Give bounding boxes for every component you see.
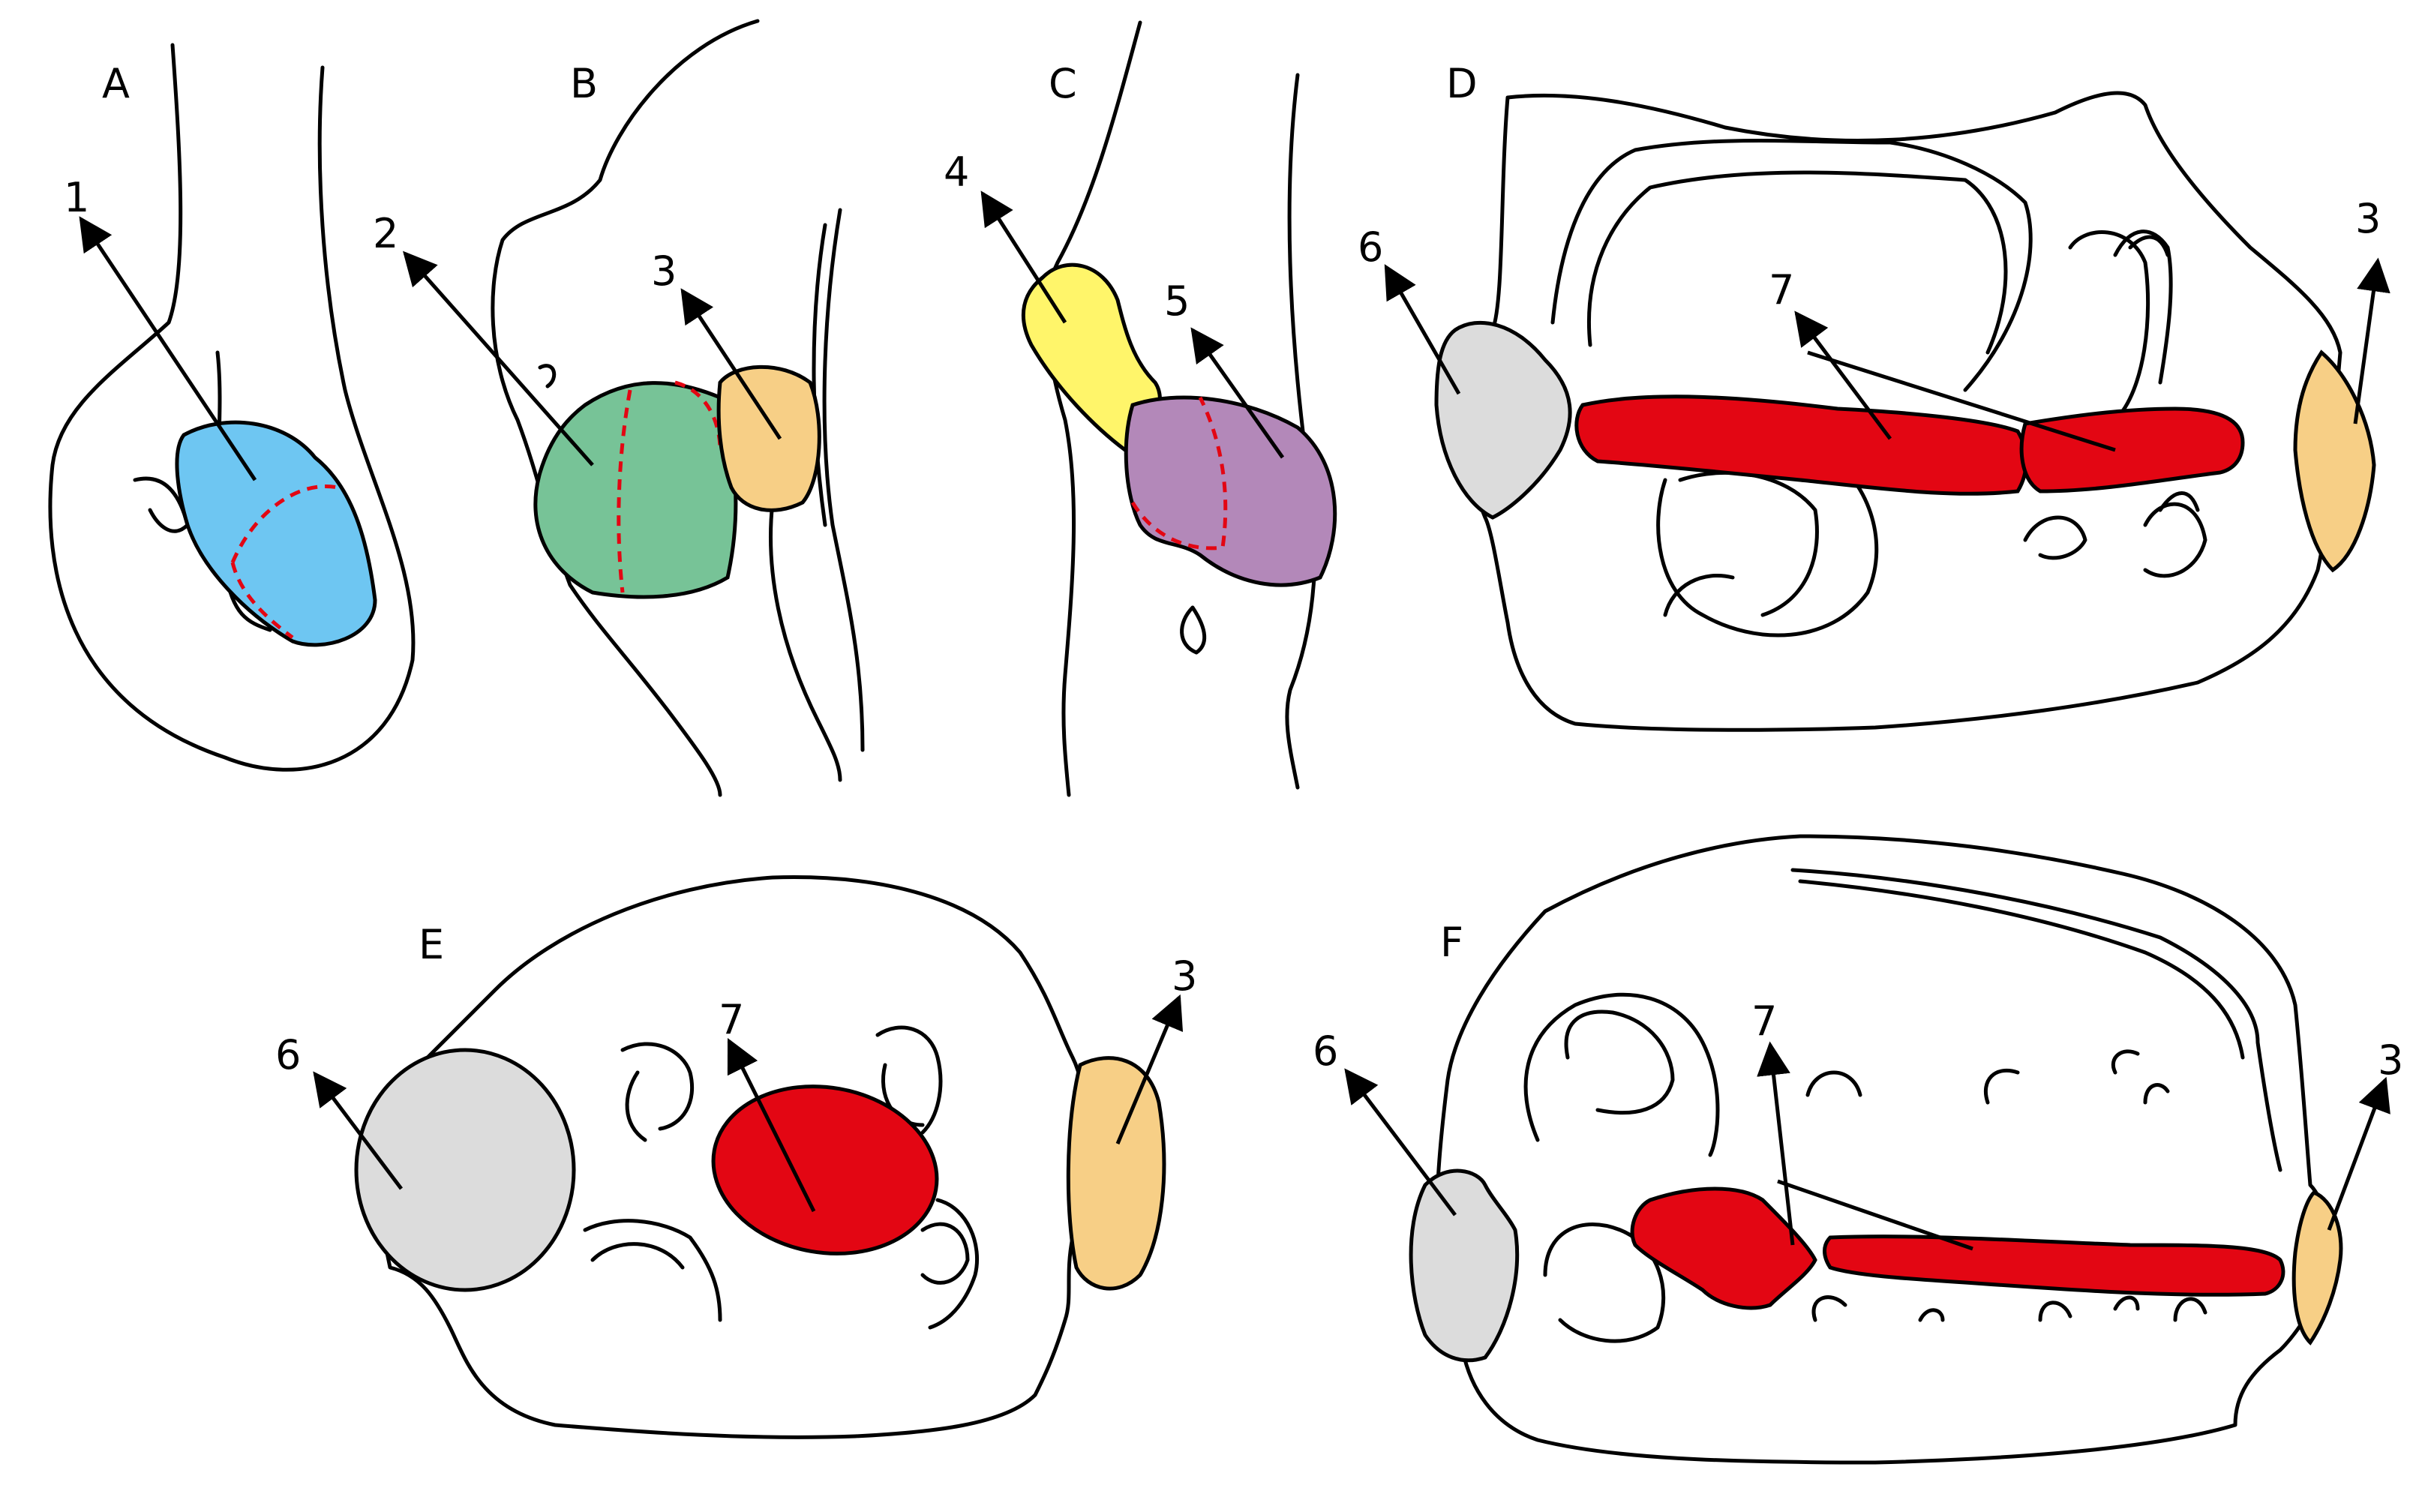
- callout-6-label-e: 6: [275, 1031, 301, 1078]
- region-7-shape-d-right: [2019, 406, 2245, 494]
- region-3-shape-e: [1066, 1056, 1166, 1291]
- leader-6-d: [1384, 264, 1461, 395]
- region-1-dashed-boundary: [230, 484, 338, 639]
- leader-2: [403, 250, 594, 466]
- region-7-shape-f-left: [1630, 1186, 1817, 1310]
- callout-3-label-b: 3: [651, 248, 677, 295]
- panel-a-outline: [48, 43, 416, 772]
- panel-f: 6 7 3 F: [1313, 834, 2403, 1465]
- callout-3-label-d: 3: [2355, 195, 2381, 242]
- leader-7-d-a: [1794, 310, 1892, 440]
- callout-2-label: 2: [373, 210, 398, 257]
- leader-3-f: [2327, 1076, 2390, 1231]
- callout-7-label-d: 7: [1769, 266, 1794, 314]
- callout-7-label-f: 7: [1751, 998, 1777, 1045]
- callout-1-label: 1: [64, 174, 89, 221]
- callout-5-label: 5: [1164, 278, 1190, 325]
- leader-6-e: [313, 1071, 403, 1190]
- panel-c: 4 5 C: [944, 20, 1337, 797]
- panel-e: 6 7 3 E: [275, 875, 1197, 1439]
- panel-f-outline: [1435, 834, 2330, 1465]
- leader-4: [980, 190, 1067, 324]
- panel-d-outline: [1469, 91, 2342, 732]
- leader-7-e: [727, 1037, 816, 1213]
- region-5-dashed-boundary: [1130, 396, 1228, 550]
- region-6-shape-f: [1409, 1168, 1520, 1363]
- panel-e-outline: [378, 875, 1087, 1439]
- panel-b: 2 3 B: [373, 19, 865, 797]
- callout-6-label-f: 6: [1313, 1028, 1338, 1075]
- region-1-shape: [175, 420, 377, 647]
- leader-1: [79, 216, 257, 482]
- region-2-shape: [533, 381, 738, 599]
- leader-7-f-b: [1777, 1179, 1973, 1251]
- region-7-shape-f-right: [1823, 1234, 2285, 1297]
- callout-3-label-f: 3: [2378, 1036, 2403, 1084]
- leader-7-f-a: [1757, 1041, 1795, 1246]
- callout-6-label-d: 6: [1358, 224, 1383, 271]
- leader-3-d: [2353, 257, 2390, 424]
- panel-f-letter: F: [1440, 919, 1463, 966]
- panel-d: 6 7 3 D: [1358, 60, 2390, 732]
- panel-a: 1 A: [48, 43, 416, 772]
- leader-3-b: [680, 288, 782, 440]
- panel-c-letter: C: [1049, 60, 1077, 107]
- panel-e-letter: E: [419, 921, 444, 968]
- region-5-shape: [1124, 395, 1337, 587]
- leader-6-f: [1344, 1068, 1457, 1216]
- region-3-shape-b: [716, 364, 821, 512]
- callout-3-label-e: 3: [1172, 952, 1197, 1000]
- callout-4-label: 4: [944, 148, 969, 196]
- leader-5: [1190, 327, 1285, 459]
- region-3-shape-d: [2293, 350, 2376, 573]
- region-6-shape-d: [1434, 320, 1572, 520]
- panel-d-letter: D: [1446, 60, 1478, 107]
- callout-7-label-e: 7: [719, 996, 744, 1043]
- panel-a-letter: A: [102, 60, 130, 107]
- panel-c-outline: [1045, 20, 1142, 797]
- region-7-shape-d-left: [1574, 394, 2028, 496]
- leader-3-e: [1115, 994, 1184, 1144]
- panel-b-outline: [491, 19, 760, 797]
- region-6-shape-e: [354, 1048, 576, 1292]
- panel-b-letter: B: [570, 60, 598, 107]
- region-7-shape-e: [711, 1084, 939, 1256]
- leader-7-d-b: [1807, 350, 2116, 452]
